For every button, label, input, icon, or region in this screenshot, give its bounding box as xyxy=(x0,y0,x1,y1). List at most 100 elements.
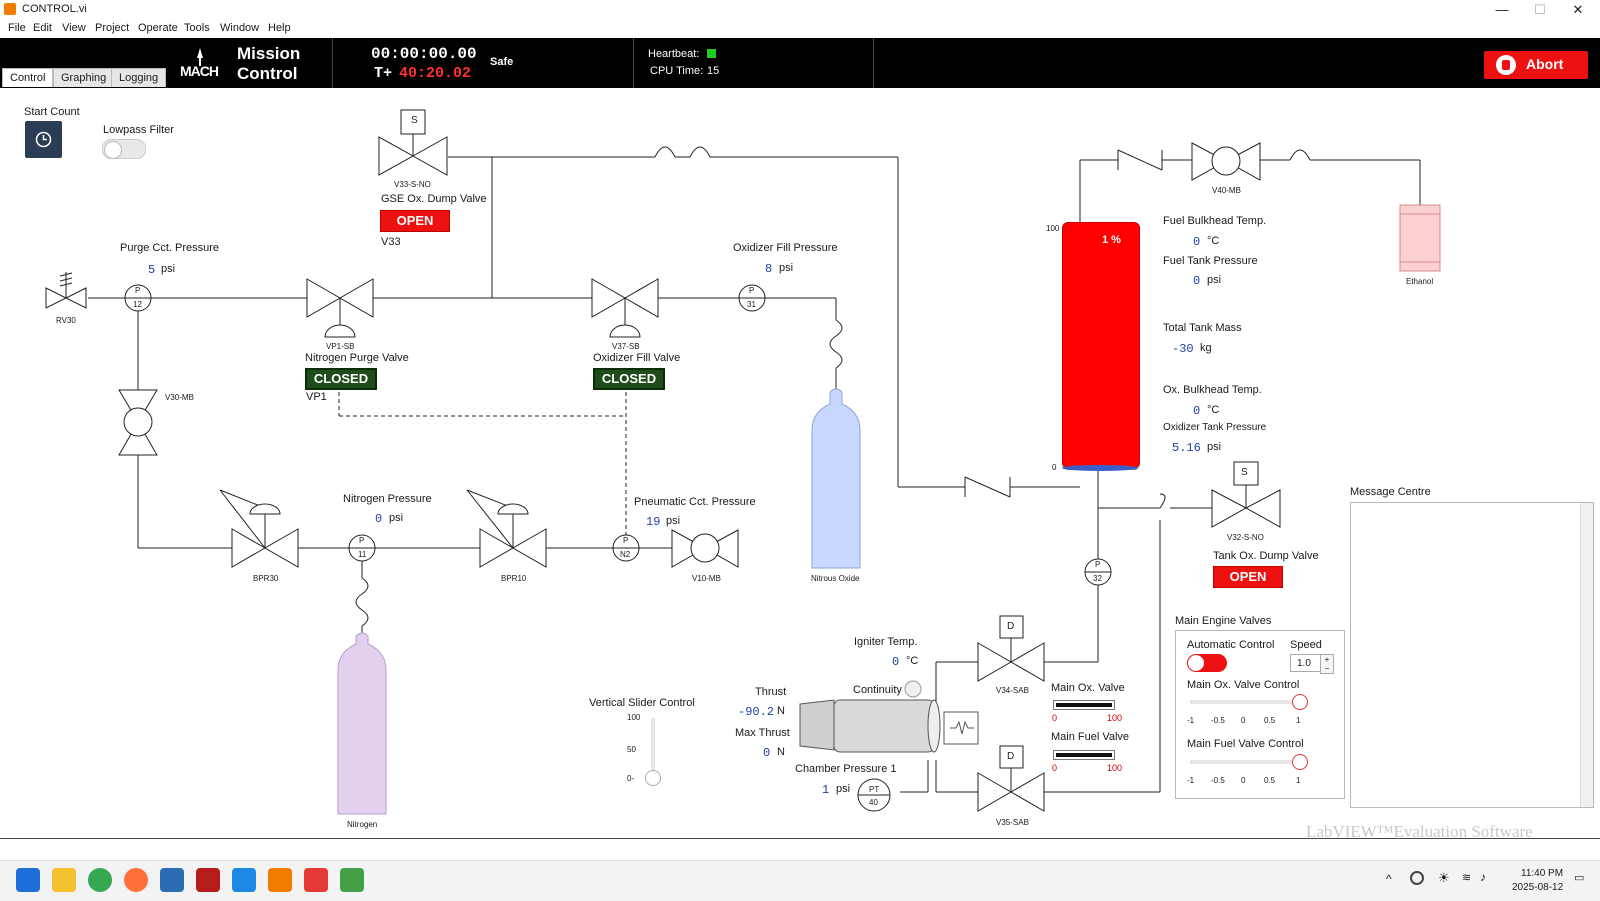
abort-label: Abort xyxy=(1526,56,1564,72)
ox-tick-5: 1 xyxy=(1296,716,1301,725)
tab-logging[interactable]: Logging xyxy=(111,68,167,87)
lowpass-filter-toggle[interactable] xyxy=(102,139,146,159)
tab-graphing[interactable]: Graphing xyxy=(53,68,115,87)
maximize-button[interactable]: ☐ xyxy=(1534,2,1546,17)
auto-control-toggle[interactable] xyxy=(1187,654,1227,672)
abort-button[interactable]: Abort xyxy=(1484,51,1588,79)
thrust-unit: N xyxy=(777,705,785,717)
tab-control[interactable]: Control xyxy=(2,68,54,87)
main-fuel-valve-gauge xyxy=(1053,750,1115,760)
notepad-icon[interactable] xyxy=(340,868,364,892)
vscode-icon[interactable] xyxy=(232,868,256,892)
tplus-label: T+ xyxy=(374,65,393,82)
volume-icon[interactable]: ♪ xyxy=(1480,870,1486,884)
ox-bulkhead-value: 0 xyxy=(1193,404,1201,418)
window-bottom-border xyxy=(0,838,1600,839)
menu-project[interactable]: Project xyxy=(95,22,130,34)
tank-dump-state[interactable]: OPEN xyxy=(1213,566,1283,588)
fuel-control-track[interactable] xyxy=(1190,760,1300,764)
fuel-tick-3: 0 xyxy=(1241,776,1246,785)
mission-clock: 00:00:00.00 xyxy=(371,45,477,63)
ox-control-track[interactable] xyxy=(1190,700,1300,704)
gse-valve-name: GSE Ox. Dump Valve xyxy=(381,193,487,205)
cpu-value: 15 xyxy=(707,65,720,77)
v30-tag: V30-MB xyxy=(165,393,194,402)
message-centre-box[interactable] xyxy=(1350,502,1594,808)
photos-icon[interactable] xyxy=(160,868,184,892)
max-thrust-value: 0 xyxy=(763,746,771,760)
firefox-icon[interactable] xyxy=(124,868,148,892)
max-thrust-label: Max Thrust xyxy=(735,727,790,739)
vertical-slider-thumb[interactable] xyxy=(645,770,661,786)
message-scrollbar[interactable] xyxy=(1580,503,1593,807)
v35-tag: V35-SAB xyxy=(996,818,1029,827)
fuel-bulkhead-value: 0 xyxy=(1193,235,1201,249)
gse-valve-state[interactable]: OPEN xyxy=(380,210,450,232)
header-bar xyxy=(0,38,1600,88)
ox-tick-3: 0 xyxy=(1241,716,1246,725)
start-icon[interactable] xyxy=(16,868,40,892)
nitrogen-pressure-unit: psi xyxy=(389,512,404,524)
menu-tools[interactable]: Tools xyxy=(184,22,210,34)
main-fuel-valve-max: 100 xyxy=(1107,763,1123,773)
system-state: Safe xyxy=(490,56,514,68)
v40-tag: V40-MB xyxy=(1212,186,1241,195)
tank-mass-label: Total Tank Mass xyxy=(1163,322,1242,334)
ox-control-thumb[interactable] xyxy=(1292,694,1308,710)
p12-number: 12 xyxy=(133,300,142,309)
taskbar-date[interactable]: 2025-08-12 xyxy=(1512,882,1564,893)
title-control: Control xyxy=(237,64,298,83)
v10-tag: V10-MB xyxy=(692,574,721,583)
minimize-button[interactable]: — xyxy=(1495,2,1509,17)
main-fuel-valve-label: Main Fuel Valve xyxy=(1051,731,1130,743)
p32-number: 32 xyxy=(1093,574,1102,583)
nitrogen-pressure-label: Nitrogen Pressure xyxy=(343,493,432,505)
vi-taskbar-icon[interactable] xyxy=(304,868,328,892)
tplus-value: 40:20.02 xyxy=(399,65,472,82)
menu-bar xyxy=(0,20,1600,38)
sync-icon[interactable] xyxy=(1410,871,1424,885)
vertical-slider-track[interactable] xyxy=(651,718,655,778)
fuel-control-thumb[interactable] xyxy=(1292,754,1308,770)
tray-chevron-icon[interactable]: ^ xyxy=(1386,872,1392,886)
start-count-label: Start Count xyxy=(24,106,80,118)
menu-edit[interactable]: Edit xyxy=(33,22,52,34)
p31-number: 31 xyxy=(747,300,756,309)
labview-app-icon xyxy=(4,3,16,15)
wifi-icon[interactable]: ≋ xyxy=(1462,872,1472,884)
ox-tank-pressure-label: Oxidizer Tank Pressure xyxy=(1163,422,1267,433)
menu-file[interactable]: File xyxy=(8,22,26,34)
ox-fill-pressure-value: 8 xyxy=(765,262,773,276)
ox-fill-valve-state[interactable]: CLOSED xyxy=(593,368,665,390)
labview-watermark: LabVIEW™Evaluation Software xyxy=(1306,822,1533,841)
notification-icon[interactable]: ▭ xyxy=(1574,872,1585,884)
file-explorer-icon[interactable] xyxy=(52,868,76,892)
ox-tank-pressure-value: 5.16 xyxy=(1172,441,1201,455)
menu-view[interactable]: View xyxy=(62,22,86,34)
cpu-label: CPU Time: xyxy=(650,65,704,77)
bpr30-tag: BPR30 xyxy=(253,574,279,583)
ox-fill-valve-name: Oxidizer Fill Valve xyxy=(593,352,681,364)
speed-stepper[interactable]: +− xyxy=(1320,654,1334,674)
k3-app-icon[interactable] xyxy=(196,868,220,892)
nitrogen-pressure-value: 0 xyxy=(375,512,383,526)
menu-operate[interactable]: Operate xyxy=(138,22,178,34)
gse-valve-id: V33 xyxy=(381,236,401,248)
close-button[interactable]: ✕ xyxy=(1572,2,1584,17)
main-fuel-valve-min: 0 xyxy=(1052,763,1058,773)
tank-fill xyxy=(1062,222,1140,468)
start-count-button[interactable] xyxy=(25,121,62,158)
tank-level-indicator xyxy=(1062,222,1140,471)
menu-window[interactable]: Window xyxy=(220,22,260,34)
chrome-icon[interactable] xyxy=(88,868,112,892)
taskbar-time[interactable]: 11:40 PM xyxy=(1521,868,1564,879)
brightness-icon[interactable]: ☀ xyxy=(1438,870,1450,885)
gse-valve-tag: V33-S-NO xyxy=(394,180,431,189)
v35-box: D xyxy=(1007,751,1015,762)
tank-dump-tag: V32-S-NO xyxy=(1227,533,1264,542)
menu-help[interactable]: Help xyxy=(268,22,291,34)
labview-taskbar-icon[interactable] xyxy=(268,868,292,892)
p32-letter: P xyxy=(1095,560,1101,569)
ox-tick-4: 0.5 xyxy=(1264,716,1276,725)
nitrogen-purge-state[interactable]: CLOSED xyxy=(305,368,377,390)
